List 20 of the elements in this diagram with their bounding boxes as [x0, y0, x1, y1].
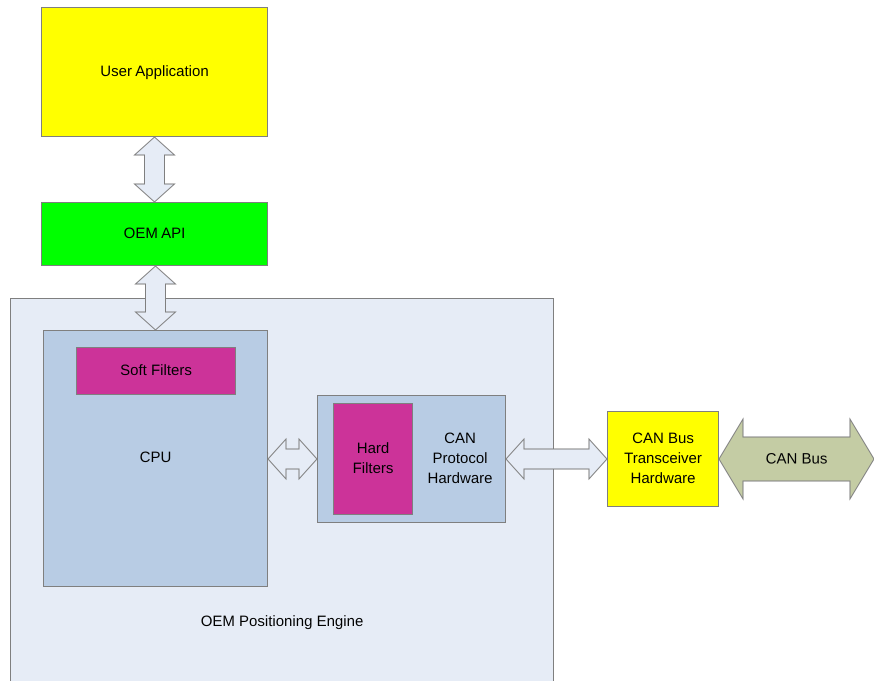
double-block-arrow	[505, 438, 608, 480]
node-label: Hard Filters	[352, 438, 394, 479]
node-label: OEM Positioning Engine	[200, 612, 364, 632]
api-box	[41, 202, 268, 266]
node-label: User Application	[100, 62, 209, 82]
filter-box	[333, 403, 413, 515]
engine-container	[10, 298, 554, 681]
cpu-box	[43, 330, 268, 587]
node-label: OEM API	[124, 224, 186, 244]
application-box	[41, 7, 268, 137]
node-label: CAN Bus Transceiver Hardware	[623, 428, 703, 490]
node-label: CPU	[140, 448, 172, 468]
node-label: CAN Protocol Hardware	[426, 428, 494, 490]
double-block-arrow	[267, 438, 318, 480]
node-label: Soft Filters	[120, 360, 192, 381]
filter-box	[76, 347, 236, 395]
transceiver-box	[607, 411, 719, 507]
double-block-arrow	[133, 136, 176, 203]
double-block-arrow	[134, 265, 177, 331]
protocol-box	[317, 395, 506, 523]
